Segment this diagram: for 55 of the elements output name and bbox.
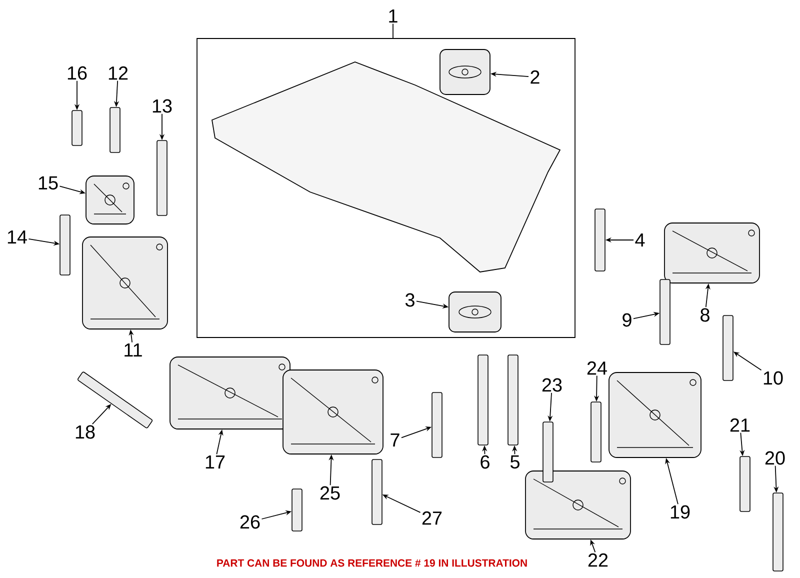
bushing-drawing [440, 49, 490, 95]
callout-number: 11 [124, 344, 142, 356]
bolt-drawing [72, 110, 82, 146]
callout-number: 4 [635, 234, 645, 246]
callout-number: 6 [480, 455, 490, 469]
callout-number: 14 [8, 230, 27, 244]
callout-number: 7 [390, 434, 400, 446]
callout-number: 20 [765, 451, 785, 465]
callout-number: 26 [240, 515, 260, 529]
callout-number: 27 [422, 511, 442, 525]
bolt-drawing [542, 422, 554, 482]
callout-number: 8 [700, 308, 710, 322]
part-drawing [82, 236, 168, 330]
bolt-drawing [372, 459, 382, 525]
callout-number: 23 [542, 378, 562, 392]
bolt-drawing [156, 140, 168, 216]
part-drawing [608, 372, 702, 458]
bolt-drawing [478, 354, 488, 446]
callout-number: 10 [764, 371, 783, 385]
callout-number: 2 [530, 70, 540, 84]
callout-number: 9 [622, 313, 632, 327]
callout-number: 19 [670, 505, 690, 519]
bolt-drawing [740, 456, 750, 512]
bushing-drawing [448, 292, 502, 332]
callout-number: 22 [588, 553, 608, 567]
bolt-drawing [60, 214, 70, 276]
bolt-drawing [432, 392, 442, 458]
frame-box [196, 38, 576, 338]
callout-number: 3 [405, 293, 414, 307]
bolt-drawing [508, 354, 518, 446]
bolt-drawing [594, 208, 606, 272]
bolt-drawing [110, 107, 120, 153]
bolt-drawing [590, 402, 602, 462]
leader-line [392, 23, 394, 38]
part-drawing [170, 356, 290, 430]
bolt-drawing [772, 492, 784, 572]
part-drawing [86, 176, 134, 224]
part-drawing [282, 370, 384, 454]
part-drawing [525, 470, 631, 540]
bolt-drawing [722, 315, 734, 381]
bolt-drawing [660, 279, 670, 345]
callout-number: 18 [76, 425, 95, 439]
callout-number: 5 [510, 455, 520, 469]
caption: PART CAN BE FOUND AS REFERENCE # 19 IN ILLUSTRATION [217, 559, 527, 567]
callout-number: 25 [320, 486, 340, 500]
callout-number: 24 [587, 361, 607, 375]
callout-number: 15 [38, 176, 58, 190]
callout-number: 16 [68, 66, 87, 80]
callout-number: 1 [389, 10, 398, 22]
callout-number: 13 [152, 99, 172, 113]
part-drawing [664, 222, 760, 284]
callout-number: 21 [730, 418, 750, 432]
bolt-drawing [292, 488, 302, 532]
callout-number: 17 [206, 456, 225, 468]
callout-number: 12 [108, 66, 128, 80]
